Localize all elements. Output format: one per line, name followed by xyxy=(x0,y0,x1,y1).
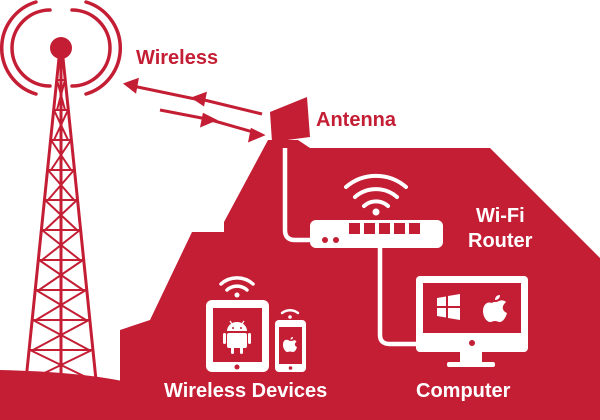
cell-tower-icon xyxy=(0,0,123,382)
android-eye-right xyxy=(240,327,242,329)
wireless-label: Wireless xyxy=(136,47,219,69)
phone-apple-icon xyxy=(283,337,297,352)
android-icon xyxy=(223,320,251,354)
wifi-signal-icon xyxy=(344,173,408,208)
phone-wifi-signal-icon xyxy=(280,309,300,315)
computer-label: Computer xyxy=(416,380,511,402)
phone-wifi-dot xyxy=(288,315,292,319)
wifi-router-icon xyxy=(310,220,443,248)
wifi-signal-dot xyxy=(372,208,380,216)
ground xyxy=(0,370,140,420)
android-eye-left xyxy=(232,327,234,329)
antenna-label: Antenna xyxy=(316,109,396,131)
devices-wifi-dot xyxy=(234,292,240,298)
antenna-icon xyxy=(270,97,310,150)
wireless-signal-arrows xyxy=(122,77,266,143)
wireless-devices-label: Wireless Devices xyxy=(164,380,328,402)
wifi-router-label-line1: Wi-Fi xyxy=(476,205,525,227)
windows-icon xyxy=(437,294,460,320)
tower-beacon xyxy=(50,37,72,59)
antenna-cable xyxy=(282,148,320,243)
wifi-router-label-line2: Router xyxy=(468,230,533,252)
devices-wifi-signal-icon xyxy=(219,276,255,292)
router-computer-cable xyxy=(377,246,420,347)
apple-icon xyxy=(483,295,507,322)
